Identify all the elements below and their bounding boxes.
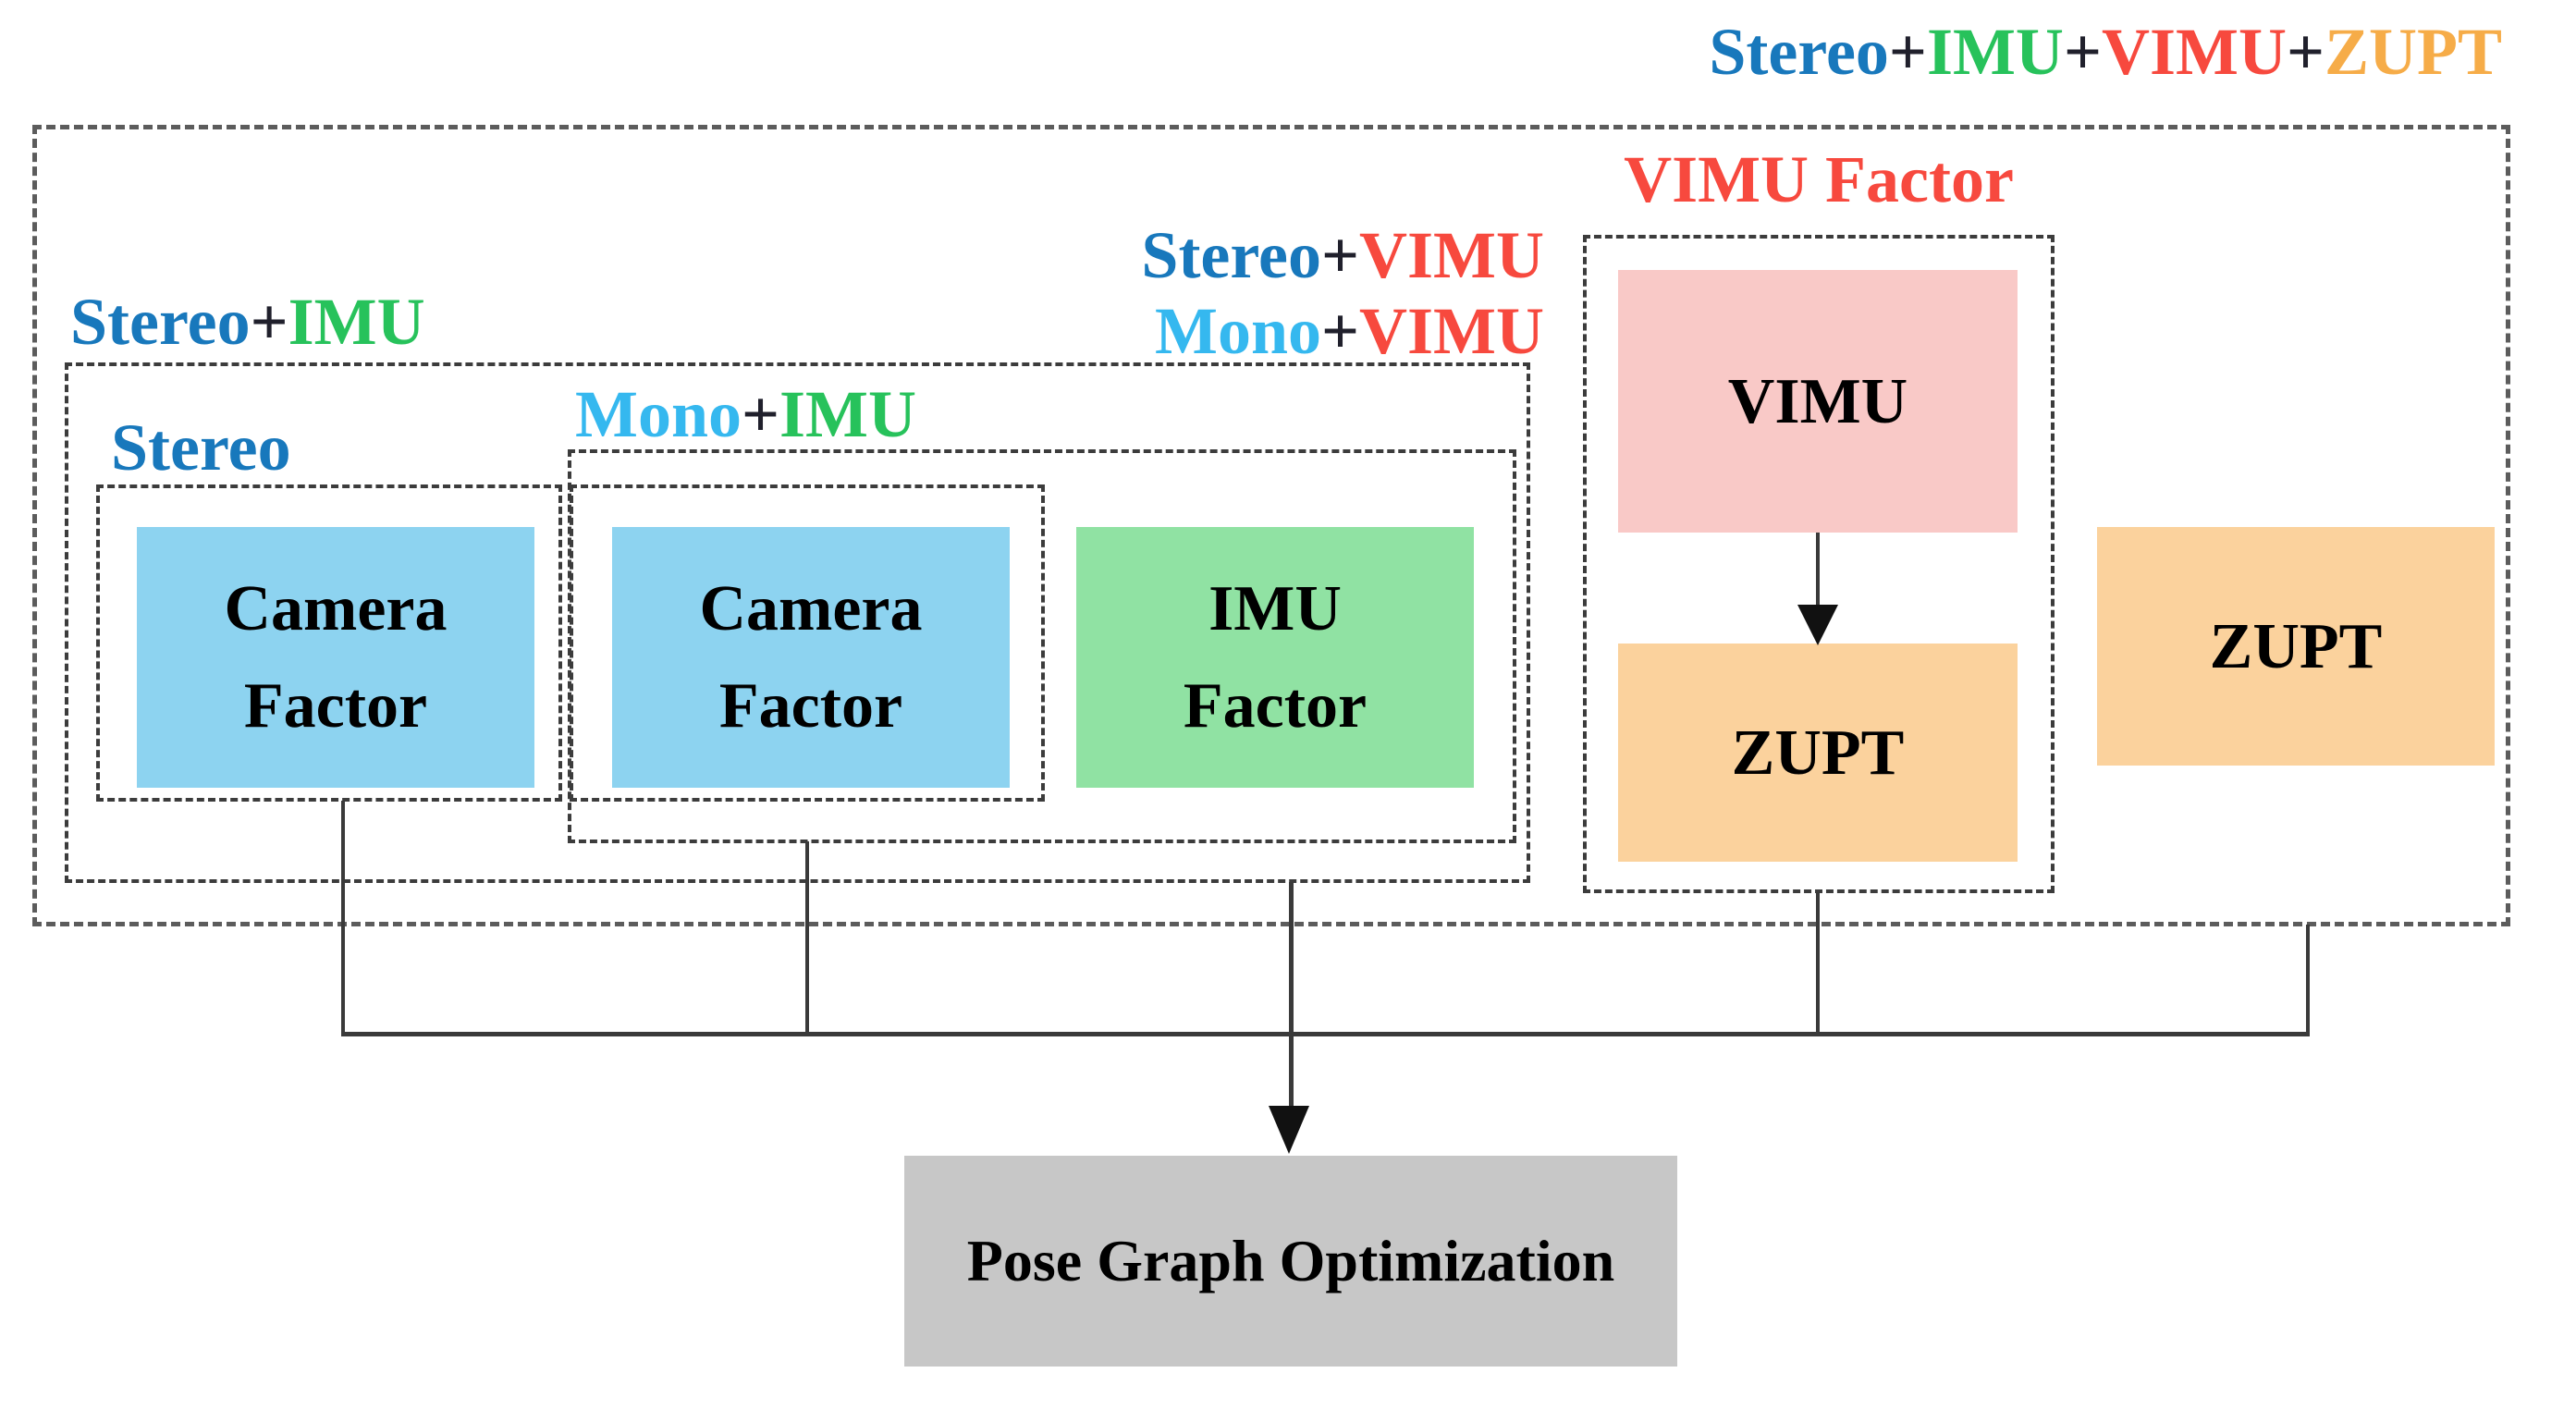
label-segment: VIMU bbox=[1359, 294, 1544, 368]
label-mono-vimu: Mono+VIMU bbox=[1155, 298, 1544, 364]
node-vimu: VIMU bbox=[1618, 270, 2018, 533]
main-arrowhead-icon bbox=[1269, 1106, 1309, 1154]
label-segment: Mono bbox=[1155, 294, 1321, 368]
label-segment: + bbox=[2286, 15, 2325, 89]
vimu-to-zupt-arrow-shaft bbox=[1816, 533, 1820, 608]
node-camera-factor-mono: Camera Factor bbox=[612, 527, 1010, 788]
label-segment: IMU bbox=[288, 285, 425, 359]
node-label: Factor bbox=[718, 670, 903, 742]
group-box-stereo-imu bbox=[65, 362, 1530, 883]
label-vimu-factor: VIMU Factor bbox=[1583, 146, 2055, 213]
group-box-stereo bbox=[96, 484, 562, 802]
label-stereo: Stereo bbox=[111, 414, 291, 481]
label-segment: Stereo bbox=[1709, 15, 1889, 89]
outer-group-box-stereo-imu-vimu-zupt bbox=[32, 125, 2510, 926]
title-stereo-imu-vimu-zupt: Stereo+IMU+VIMU+ZUPT bbox=[1709, 18, 2502, 85]
node-label: Factor bbox=[243, 670, 428, 742]
label-segment: + bbox=[742, 377, 780, 451]
group-box-mono bbox=[570, 484, 1045, 802]
node-label: Camera bbox=[699, 573, 923, 644]
main-arrow-shaft bbox=[1289, 882, 1294, 1108]
node-label: Camera bbox=[224, 573, 448, 644]
vimu-to-zupt-arrowhead-icon bbox=[1797, 605, 1838, 645]
node-zupt-vimu-factor: ZUPT bbox=[1618, 644, 2018, 862]
label-segment: + bbox=[250, 285, 288, 359]
label-segment: IMU bbox=[1926, 15, 2064, 89]
label-stereo-imu: Stereo+IMU bbox=[70, 288, 425, 355]
label-segment: Stereo bbox=[1141, 218, 1321, 292]
label-segment: VIMU bbox=[1359, 218, 1544, 292]
node-zupt-standalone: ZUPT bbox=[2097, 527, 2495, 766]
label-segment: + bbox=[2063, 15, 2102, 89]
label-stereo-vimu: Stereo+VIMU bbox=[1141, 222, 1544, 288]
label-segment: VIMU bbox=[2101, 15, 2287, 89]
node-label: IMU bbox=[1208, 573, 1342, 644]
connector-camera1 bbox=[341, 801, 345, 1036]
connector-camera2 bbox=[805, 841, 809, 1036]
connector-bus bbox=[341, 1032, 2310, 1036]
label-segment: + bbox=[1321, 218, 1360, 292]
node-camera-factor-stereo: Camera Factor bbox=[137, 527, 534, 788]
node-label: ZUPT bbox=[2209, 610, 2383, 682]
label-segment: Stereo bbox=[70, 285, 251, 359]
label-segment: IMU bbox=[779, 377, 917, 451]
label-segment: VIMU Factor bbox=[1624, 142, 2014, 216]
label-segment: Mono bbox=[575, 377, 742, 451]
node-label: ZUPT bbox=[1731, 717, 1905, 789]
connector-zupt bbox=[2306, 925, 2310, 1036]
node-label: Factor bbox=[1183, 670, 1368, 742]
label-segment: Stereo bbox=[111, 411, 291, 484]
label-segment: + bbox=[1888, 15, 1927, 89]
node-imu-factor: IMU Factor bbox=[1076, 527, 1474, 788]
node-pose-graph-optimization: Pose Graph Optimization bbox=[904, 1156, 1677, 1367]
node-label: VIMU bbox=[1727, 365, 1908, 437]
label-segment: + bbox=[1321, 294, 1360, 368]
node-label: Pose Graph Optimization bbox=[966, 1228, 1615, 1293]
connector-vimu-factor bbox=[1816, 891, 1820, 1036]
label-mono-imu: Mono+IMU bbox=[575, 381, 916, 447]
label-segment: ZUPT bbox=[2324, 15, 2502, 89]
